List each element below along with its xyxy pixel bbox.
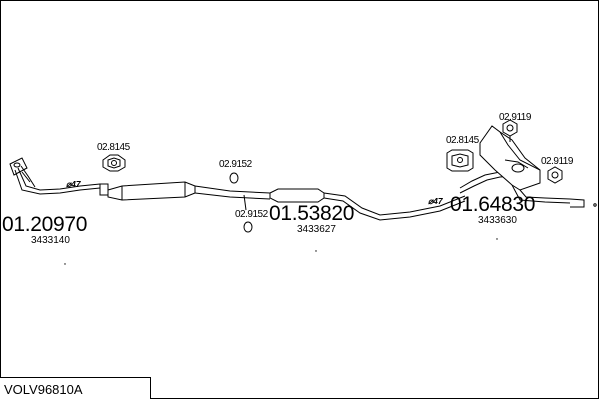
accessory-ref-hanger-front: 02.8145: [97, 142, 130, 153]
hanger-rear-drawing: [446, 149, 474, 172]
hanger-rear-right-drawing: [547, 166, 563, 184]
ring-upper-drawing: [229, 172, 239, 184]
accessory-ref-hanger-rear: 02.8145: [446, 135, 479, 146]
front-pipe-drawing: [9, 157, 109, 196]
oe-number-middle: 3433627: [297, 224, 336, 235]
accessory-ref-hanger-rear-right: 02.9119: [541, 156, 573, 167]
part-number-middle: 01.53820: [269, 202, 355, 225]
hanger-front-drawing: [102, 154, 126, 172]
middle-silencer-drawing: [107, 181, 271, 201]
oe-number-rear: 3433630: [478, 215, 517, 226]
accessory-ref-hanger-rear-top: 02.9119: [499, 112, 531, 123]
accessory-ref-ring-lower: 02.9152: [235, 209, 268, 220]
pipe-diameter-front: ⌀47: [66, 179, 81, 189]
pipe-diameter-rear: ⌀47: [428, 196, 443, 206]
vehicle-code-box: VOLV96810A: [0, 377, 151, 399]
oe-number-front: 3433140: [31, 235, 70, 246]
centre-pipe-drawing: [269, 188, 466, 221]
part-number-rear: 01.64830: [450, 193, 536, 216]
vehicle-code: VOLV96810A: [4, 382, 83, 397]
rear-silencer-drawing: [459, 125, 597, 208]
part-number-front: 01.20970: [2, 213, 88, 236]
accessory-ref-ring-upper: 02.9152: [219, 159, 252, 170]
ring-lower-drawing: [243, 194, 253, 233]
